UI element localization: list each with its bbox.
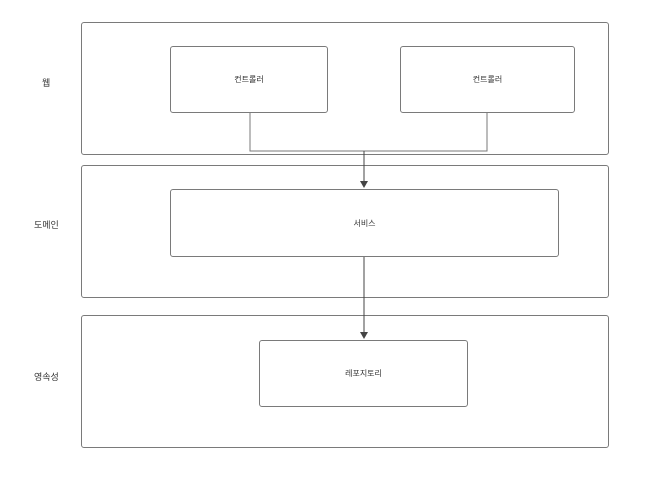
- controller-left-label: 컨트롤러: [234, 75, 264, 84]
- repository-node: 레포지토리: [259, 340, 468, 407]
- repository-label: 레포지토리: [345, 369, 382, 378]
- controller-right-label: 컨트롤러: [472, 75, 503, 84]
- controller-right-node: 컨트롤러: [400, 46, 575, 113]
- controller-left-node: 컨트롤러: [170, 46, 328, 113]
- persistence-layer-label: 영속성: [34, 373, 59, 383]
- web-layer-label: 웹: [42, 79, 51, 89]
- domain-layer-label: 도메인: [34, 221, 59, 231]
- service-node: 서비스: [170, 189, 559, 257]
- service-label: 서비스: [353, 218, 376, 228]
